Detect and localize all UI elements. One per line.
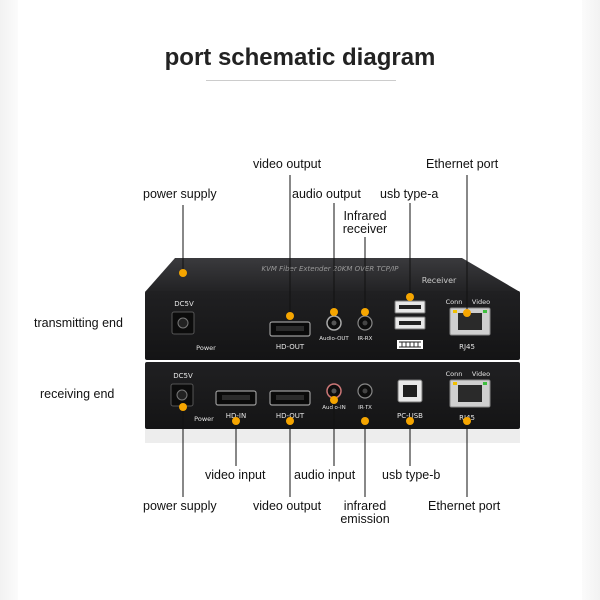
rx-dc-label: DC5V	[173, 372, 193, 380]
label-video-output-bottom: video output	[253, 499, 322, 513]
tx-power-label: Power	[196, 344, 216, 352]
tx-ir-hole	[362, 320, 368, 326]
marker-usb-a	[406, 293, 414, 301]
label-infrared-emission-line2: emission	[340, 512, 390, 526]
rx-hdmi-in-pins	[222, 395, 250, 400]
marker-usb-b	[406, 417, 414, 425]
tx-dc-hole	[177, 317, 189, 329]
tx-mode-text: Receiver	[422, 276, 457, 285]
rx-reflection	[145, 429, 520, 443]
label-video-input-bottom: video input	[205, 468, 266, 482]
tx-banner-text: KVM Fiber Extender 20KM OVER TCP/IP	[262, 265, 400, 273]
label-ethernet-port-top: Ethernet port	[426, 157, 499, 171]
rx-usb-b-socket	[403, 385, 417, 397]
label-power-supply-top: power supply	[143, 187, 217, 201]
tx-conn-label: Conn	[446, 298, 463, 306]
label-ethernet-port-bottom: Ethernet port	[428, 499, 501, 513]
top-leader-lines	[182, 175, 468, 316]
left-border	[0, 0, 18, 600]
tx-usb-a-top-slot	[399, 305, 421, 309]
rx-power-label: Power	[194, 415, 214, 423]
label-infrared-receiver-line1: Infrared	[343, 209, 387, 223]
tx-audio-label: Audio-OUT	[319, 336, 349, 342]
right-border	[582, 0, 600, 600]
rx-dc-hole	[176, 389, 188, 401]
marker-ir-tx	[361, 417, 369, 425]
marker-video-output-rx	[286, 417, 294, 425]
marker-ethernet-rx	[463, 417, 471, 425]
label-infrared-receiver-line2: receiver	[342, 222, 388, 236]
tx-usb-keyboard-icon	[399, 341, 421, 348]
tx-rj45-label: RJ45	[459, 343, 475, 351]
label-infrared-emission-line1: infrared	[343, 499, 387, 513]
label-audio-output-top: audio output	[292, 187, 361, 201]
tx-top-face	[145, 258, 520, 292]
rx-usb-label: PC-USB	[397, 412, 423, 420]
tx-rj45-led-left	[453, 310, 457, 313]
rx-rj45-led-right	[483, 382, 487, 385]
marker-ethernet-tx	[463, 309, 471, 317]
rx-hdmi-out-label: HD-OUT	[276, 412, 305, 420]
label-usb-type-a-top: usb type-a	[380, 187, 439, 201]
rx-rj45-socket	[458, 385, 482, 402]
tx-hdmi-label: HD-OUT	[276, 343, 305, 351]
receiving-end-label: receiving end	[40, 387, 115, 401]
marker-audio-output-tx	[330, 308, 338, 316]
tx-hdmi-pins	[276, 326, 304, 331]
tx-audio-hole	[331, 320, 337, 326]
rx-conn-label: Conn	[446, 370, 463, 378]
marker-audio-input	[330, 396, 338, 404]
marker-video-input	[232, 417, 240, 425]
label-power-supply-bottom: power supply	[143, 499, 217, 513]
label-usb-type-b-bottom: usb type-b	[382, 468, 441, 482]
tx-ir-label: IR-RX	[358, 336, 373, 342]
tx-usb-a-bottom-slot	[399, 321, 421, 325]
transmitting-end-label: transmitting end	[34, 316, 123, 330]
label-audio-input-bottom: audio input	[294, 468, 356, 482]
marker-dots	[179, 269, 471, 425]
rx-ir-hole	[362, 388, 368, 394]
tx-dc-label: DC5V	[174, 300, 194, 308]
rx-video-label: Video	[472, 370, 490, 378]
rx-audio-hole	[331, 388, 337, 394]
rx-hdmi-in-label: HD-IN	[226, 412, 246, 420]
tx-video-label: Video	[472, 298, 490, 306]
tx-rj45-led-right	[483, 310, 487, 313]
label-video-output-top: video output	[253, 157, 322, 171]
page-title: port schematic diagram	[164, 44, 436, 71]
marker-power-tx	[179, 269, 187, 277]
rx-hdmi-out-pins	[276, 395, 304, 400]
title-divider	[206, 80, 396, 81]
marker-video-output-tx	[286, 312, 294, 320]
marker-ir-rx	[361, 308, 369, 316]
tx-rj45-socket	[458, 313, 482, 330]
marker-power-rx	[179, 403, 187, 411]
rx-rj45-led-left	[453, 382, 457, 385]
